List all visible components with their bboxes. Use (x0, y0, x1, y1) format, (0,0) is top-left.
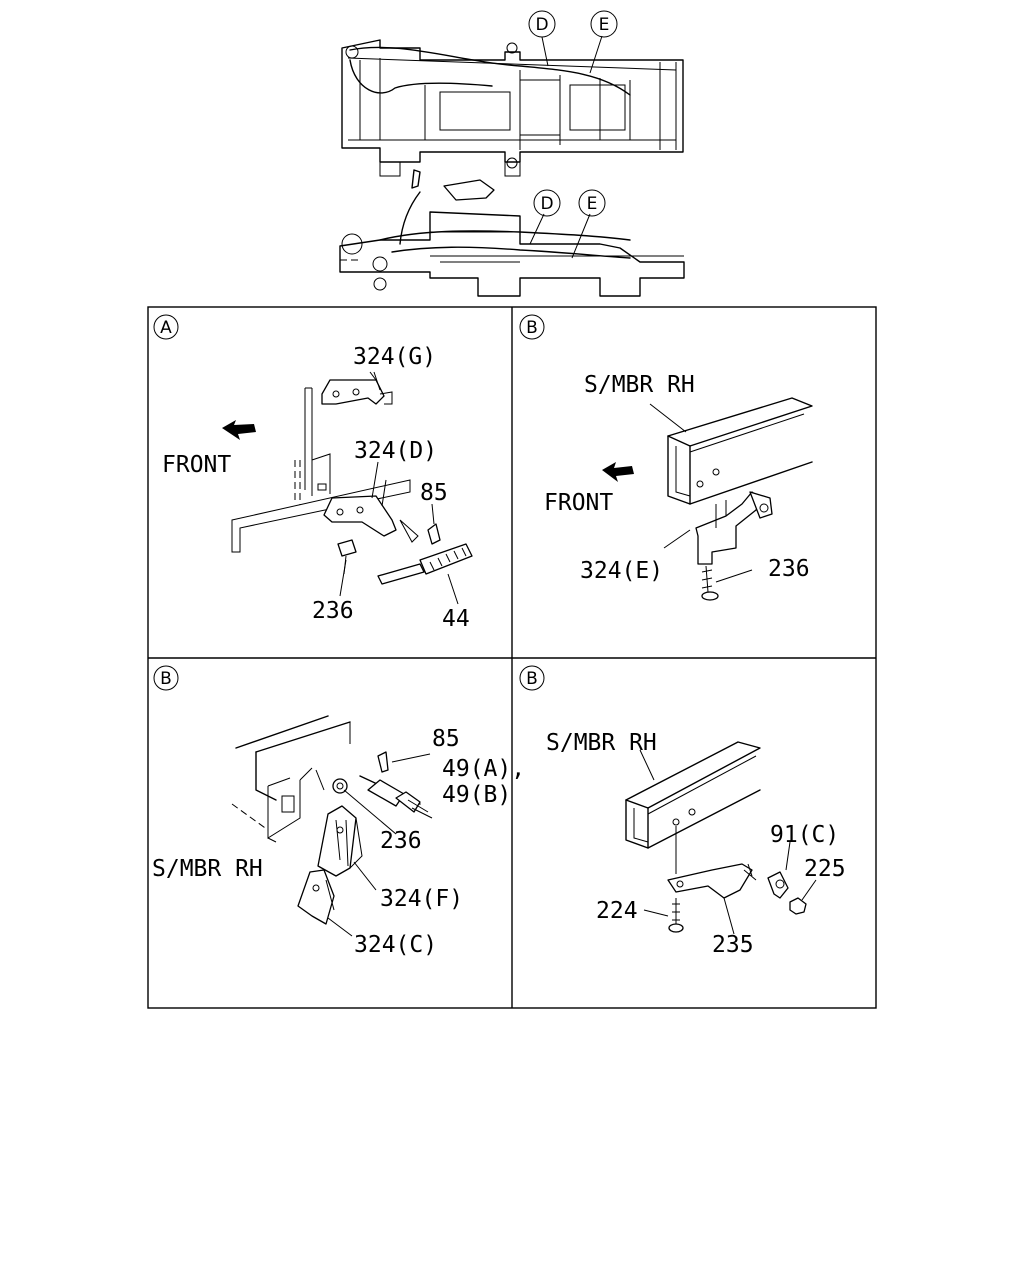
panel-b1-badge: B (526, 318, 538, 338)
label-324e: 324(E) (580, 558, 663, 584)
callout-d-top: D (535, 15, 548, 35)
callout-circle-e-top (590, 10, 618, 38)
label-235: 235 (712, 932, 754, 958)
callout-circle-d-top (528, 10, 556, 38)
label-smbr-rh-b1: S/MBR RH (584, 372, 695, 398)
callout-e-side: E (587, 194, 598, 214)
panel-a-badge-circle (153, 314, 179, 340)
label-85-b2: 85 (432, 726, 460, 752)
label-225: 225 (804, 856, 846, 882)
label-front-b: FRONT (544, 490, 613, 516)
panel-a: A 324(G) FRONT 3 (153, 314, 473, 632)
panel-b3-badge: B (526, 669, 538, 689)
panel-b1-badge-circle (519, 314, 545, 340)
panel-grid (147, 306, 877, 1009)
label-85-a: 85 (420, 480, 448, 506)
panel-b2-badge-circle (153, 665, 179, 691)
callout-circle-e-side (578, 189, 606, 217)
label-49b: 49(B) (442, 782, 511, 808)
label-324f: 324(F) (380, 886, 463, 912)
panel-a-badge: A (160, 318, 172, 338)
callout-e-top: E (599, 15, 610, 35)
label-front-a: FRONT (162, 452, 231, 478)
label-44: 44 (442, 606, 470, 632)
panel-b3-badge-circle (519, 665, 545, 691)
label-236-a: 236 (312, 598, 354, 624)
panel-b-right: B S/MBR RH 91(C) 225 224 235 (519, 665, 846, 958)
chassis-top-view (341, 35, 684, 177)
panel-b-top: B S/MBR RH FRONT 324(E) 236 (519, 314, 813, 601)
label-236-b1: 236 (768, 556, 810, 582)
panel-b-left: B 85 49(A), 49(B) (152, 665, 525, 958)
label-324g: 324(G) (353, 344, 436, 370)
callout-circle-d-side (533, 189, 561, 217)
panel-b2-badge: B (160, 669, 172, 689)
label-91c: 91(C) (770, 822, 839, 848)
label-324c: 324(C) (354, 932, 437, 958)
callout-d-side: D (540, 194, 553, 214)
label-224: 224 (596, 898, 638, 924)
label-smbr-rh-b2: S/MBR RH (152, 856, 263, 882)
label-324d: 324(D) (354, 438, 437, 464)
label-49a: 49(A), (442, 756, 525, 782)
label-236-b2: 236 (380, 828, 422, 854)
label-smbr-rh-b3: S/MBR RH (546, 730, 657, 756)
chassis-side-view (339, 169, 685, 297)
